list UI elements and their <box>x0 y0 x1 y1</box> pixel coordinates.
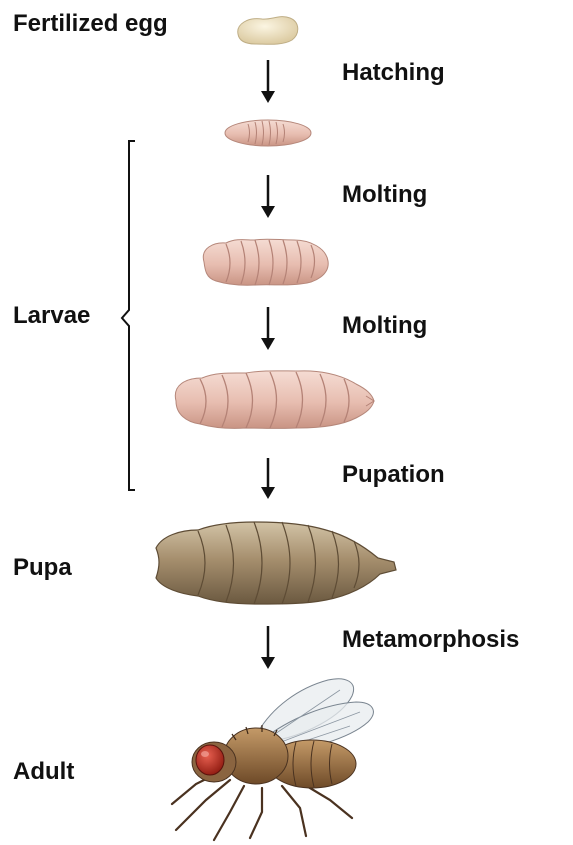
transition-label-pupation: Pupation <box>342 463 445 487</box>
arrow-molting-2 <box>261 307 275 350</box>
stage-label-egg: Fertilized egg <box>13 12 168 36</box>
stage-label-pupa: Pupa <box>13 556 72 580</box>
transition-label-molting-2: Molting <box>342 314 427 338</box>
pupa-illustration <box>156 522 396 604</box>
egg-illustration <box>238 17 298 45</box>
transition-label-molting-1: Molting <box>342 183 427 207</box>
larva-third-instar <box>175 371 374 429</box>
arrow-hatching <box>261 60 275 103</box>
arrow-metamorphosis <box>261 626 275 669</box>
fly-eye <box>196 745 224 775</box>
stage-label-larvae: Larvae <box>13 304 90 328</box>
stage-label-adult: Adult <box>13 760 74 784</box>
adult-fly-illustration <box>172 679 373 840</box>
larvae-bracket <box>122 141 135 490</box>
arrow-molting-1 <box>261 175 275 218</box>
larva-second-instar <box>203 239 328 285</box>
transition-label-metamorphosis: Metamorphosis <box>342 628 519 652</box>
larva-first-instar <box>225 120 311 146</box>
transition-label-hatching: Hatching <box>342 61 445 85</box>
arrow-pupation <box>261 458 275 499</box>
